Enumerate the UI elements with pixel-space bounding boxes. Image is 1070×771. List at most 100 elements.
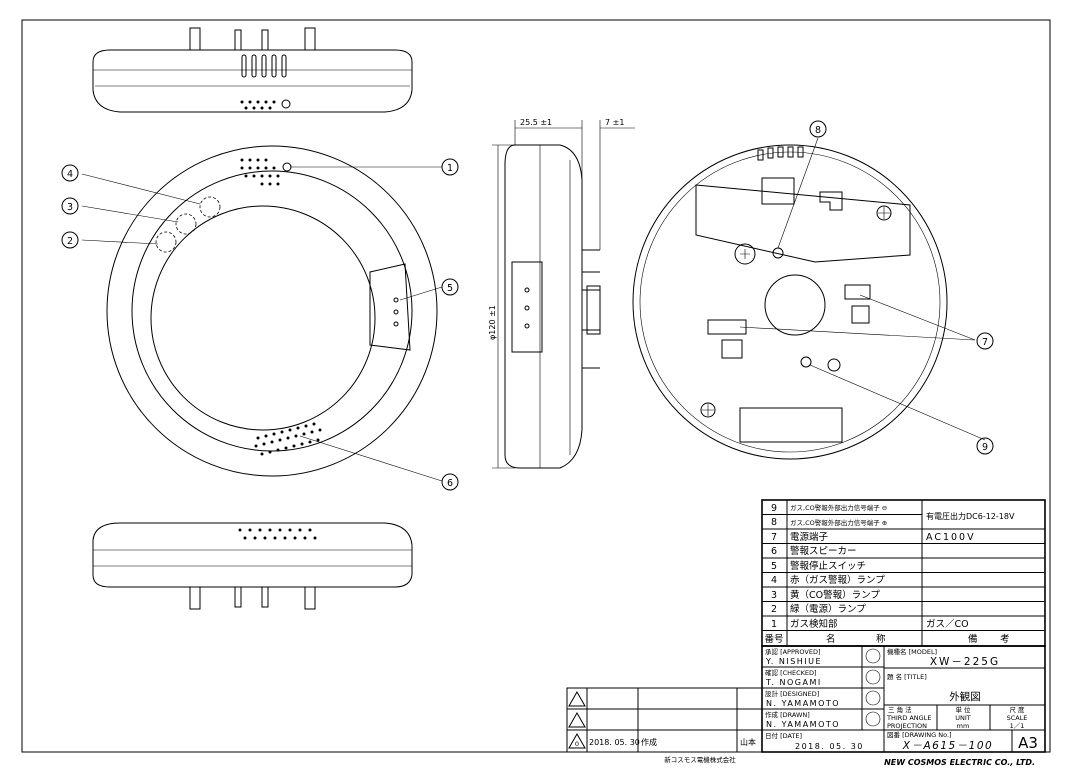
label: 確認 [CHECKED] [765, 668, 817, 677]
label: 機種名 [MODEL] [887, 647, 937, 656]
label: THIRD ANGLE [886, 714, 931, 722]
label: AC100V [926, 532, 976, 543]
label: 緑（電源）ランプ [790, 603, 866, 615]
label: 7 [771, 532, 777, 543]
label: 6 [447, 478, 453, 489]
depth-dimension: 25.5 ±1 [520, 118, 552, 127]
callout-2: 2 [61, 231, 79, 249]
callouts: 1 2 3 4 5 6 7 8 9 [61, 120, 994, 491]
callout-4: 4 [61, 164, 79, 182]
side-view: 25.5 ±1 7 ±1 φ120 ±1 [488, 118, 635, 469]
diameter-dimension: φ120 ±1 [488, 305, 497, 340]
parts-row-8: 8 ガス,CO警報外部出力信号端子 ⊕ [771, 517, 887, 528]
label: 2 [771, 604, 777, 615]
label: 単 位 [955, 705, 971, 714]
front-view [106, 145, 438, 477]
callout-5: 5 [441, 278, 459, 296]
label: 警報停止スイッチ [790, 560, 866, 572]
label: ガス／CO [926, 619, 969, 630]
label: 称 [876, 633, 886, 645]
callout-7: 7 [976, 332, 994, 350]
parts-row-6: 6 警報スピーカー [771, 545, 857, 557]
drawing-number: X－A615－100 [902, 740, 993, 752]
label: ガス検知部 [790, 618, 838, 630]
label: ガス,CO警報外部出力信号端子 ⊖ [790, 503, 887, 512]
parts-header: 番号 名 称 備 考 [764, 633, 1009, 645]
label: 作成 [DRAWN] [765, 710, 810, 719]
label: SCALE [1007, 714, 1028, 722]
gas-sensor-holes [240, 158, 280, 186]
date: 2018. 05. 30 [795, 742, 864, 751]
drawing-frame [21, 19, 1051, 753]
label: 赤（ガス警報）ランプ [790, 574, 885, 586]
label: 日付 [DATE] [765, 731, 802, 740]
label: 題 名 [TITLE] [887, 672, 927, 681]
label: 8 [771, 517, 777, 528]
model-number: XW－225G [930, 656, 1000, 668]
label: 5 [447, 283, 453, 294]
company-name-jp: 新コスモス電機株式会社 [664, 755, 736, 764]
label: 9 [982, 442, 988, 453]
bottom-side-view [92, 522, 413, 610]
label: 名 [826, 633, 836, 645]
back-view [632, 144, 948, 460]
label: 3 [771, 590, 777, 601]
label: 8 [815, 125, 821, 136]
label: 電源端子 [790, 531, 829, 543]
label: mm [957, 722, 970, 730]
top-side-view [92, 27, 413, 113]
label: 6 [771, 546, 777, 557]
label: 備 [968, 633, 978, 645]
callout-8: 8 [809, 120, 827, 138]
approved-name: Y. NISHIUE [765, 657, 822, 666]
label: ガス,CO警報外部出力信号端子 ⊕ [790, 518, 887, 527]
drawing-title: 外観図 [949, 690, 981, 703]
revision-table: 0 2018. 05. 30 作成 山本 [566, 687, 763, 753]
revision-mark: 0 [575, 740, 579, 748]
label: 黄（CO警報）ランプ [790, 589, 880, 601]
label: 尺 度 [1009, 705, 1025, 714]
parts-row-4: 4 赤（ガス警報）ランプ [771, 574, 885, 586]
label: 1 [771, 619, 777, 630]
parts-row-3: 3 黄（CO警報）ランプ [771, 589, 880, 601]
callout-3: 3 [61, 197, 79, 215]
label: 5 [771, 561, 777, 572]
title-block: 承認 [APPROVED]Y. NISHIUE 確認 [CHECKED]T. N… [664, 645, 1046, 767]
label: 9 [771, 503, 777, 514]
revision-date: 2018. 05. 30 [589, 738, 640, 747]
label: PROJECTION [887, 722, 927, 730]
label: 4 [771, 575, 777, 586]
designed-name: N. YAMAMOTO [766, 699, 840, 708]
label: UNIT [955, 714, 971, 722]
label: 1 [447, 163, 453, 174]
label: 三 角 法 [888, 705, 912, 714]
parts-row-5: 5 警報停止スイッチ [771, 560, 866, 572]
label: 番号 [764, 633, 783, 645]
label: 考 [1000, 634, 1010, 645]
parts-row-1: 1 ガス検知部 ガス／CO [771, 618, 969, 630]
parts-row-9: 9 ガス,CO警報外部出力信号端子 ⊖ [771, 503, 887, 514]
company-name-en: NEW COSMOS ELECTRIC CO., LTD. [884, 758, 1035, 767]
step-dimension: 7 ±1 [605, 118, 624, 127]
label: 4 [67, 169, 73, 180]
label: 7 [982, 337, 988, 348]
drawn-name: N. YAMAMOTO [766, 720, 840, 729]
label: 承認 [APPROVED] [765, 647, 821, 656]
revision-description: 作成 [641, 737, 657, 747]
revision-author: 山本 [740, 737, 756, 747]
parts-row-7: 7 電源端子 AC100V [771, 531, 976, 543]
sheet-size: A3 [1018, 734, 1038, 752]
label: 2 [67, 236, 73, 247]
label: 3 [67, 202, 73, 213]
callout-1: 1 [441, 158, 459, 176]
label: 1／1 [1010, 722, 1025, 730]
label: 設計 [DESIGNED] [765, 689, 819, 698]
speaker-holes [254, 422, 322, 456]
checked-name: T. NOGAMI [765, 678, 822, 687]
label: 警報スピーカー [790, 545, 857, 557]
callout-9: 9 [976, 437, 994, 455]
callout-6: 6 [441, 473, 459, 491]
parts-row-2: 2 緑（電源）ランプ [771, 603, 866, 615]
